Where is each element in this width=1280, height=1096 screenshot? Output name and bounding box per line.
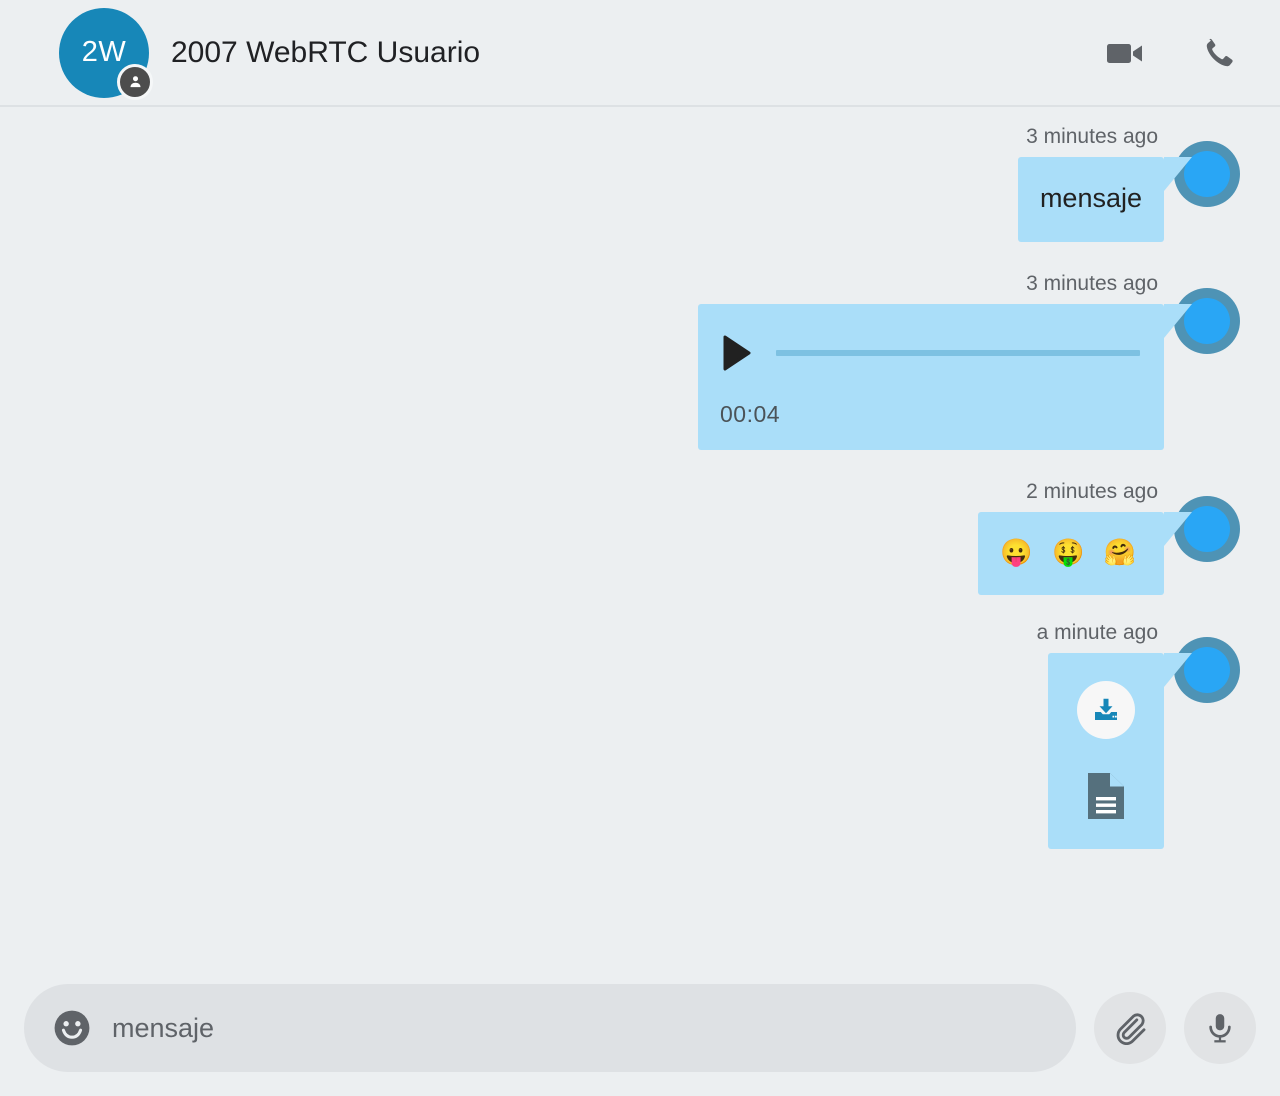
video-call-button[interactable] (1102, 30, 1148, 76)
smiley-face-icon (53, 1009, 91, 1047)
message-content-column: 3 minutes ago (698, 272, 1192, 450)
message-timestamp: a minute ago (1036, 621, 1158, 644)
chat-header: 2W 2007 WebRTC Usuario (0, 0, 1280, 107)
voice-record-button[interactable] (1184, 992, 1256, 1064)
message-content-column: a minute ago (1036, 621, 1192, 849)
message-input[interactable] (112, 1012, 1048, 1044)
sender-avatar-core (1184, 506, 1230, 552)
bubble-holder: 00:04 (698, 304, 1192, 450)
play-icon (722, 335, 752, 371)
message-text: mensaje (1039, 183, 1142, 213)
message-item-file: a minute ago (0, 621, 1280, 849)
message-emoji-text: 😛 🤑 🤗 (1000, 537, 1142, 567)
message-timestamp: 3 minutes ago (1026, 272, 1158, 295)
voice-call-button[interactable] (1194, 30, 1240, 76)
avatar-initials: 2W (59, 7, 149, 98)
message-composer (0, 984, 1280, 1096)
audio-play-button[interactable] (720, 334, 754, 372)
contact-avatar[interactable]: 2W (59, 7, 153, 100)
audio-controls (720, 328, 1142, 378)
phone-icon (1200, 36, 1234, 70)
file-download-button[interactable] (1077, 681, 1135, 739)
message-bubble[interactable]: mensaje (1017, 157, 1193, 242)
message-input-pill[interactable] (24, 984, 1076, 1072)
audio-duration: 00:04 (720, 401, 781, 427)
person-icon (117, 63, 153, 100)
message-timestamp: 2 minutes ago (1026, 480, 1158, 503)
contact-name: 2007 WebRTC Usuario (171, 35, 481, 69)
emoji-picker-button[interactable] (52, 1008, 92, 1048)
paperclip-icon (1113, 1011, 1147, 1045)
message-item-emoji: 2 minutes ago 😛 🤑 🤗 (0, 480, 1280, 595)
message-bubble[interactable]: 😛 🤑 🤗 (978, 512, 1192, 595)
bubble-holder (1048, 653, 1192, 849)
file-message-bubble[interactable] (1048, 653, 1192, 849)
message-item-audio: 3 minutes ago (0, 272, 1280, 450)
message-timestamp: 3 minutes ago (1026, 125, 1158, 148)
sender-avatar (1174, 496, 1240, 562)
download-icon (1091, 695, 1121, 725)
document-file-icon (1085, 771, 1127, 821)
attach-file-button[interactable] (1094, 992, 1166, 1064)
microphone-icon (1203, 1011, 1237, 1045)
audio-seek-bar[interactable] (776, 350, 1140, 356)
bubble-holder: mensaje (1017, 157, 1193, 242)
audio-message-bubble[interactable]: 00:04 (698, 304, 1192, 450)
file-attachment-icon-button[interactable] (1085, 771, 1127, 821)
message-content-column: 3 minutes ago mensaje (1017, 125, 1193, 242)
bubble-holder: 😛 🤑 🤗 (978, 512, 1192, 595)
message-list[interactable]: 3 minutes ago mensaje 3 minutes ago (0, 107, 1280, 984)
message-item-text: 3 minutes ago mensaje (0, 125, 1280, 242)
header-actions (1102, 30, 1256, 76)
video-camera-icon (1105, 38, 1145, 68)
message-content-column: 2 minutes ago 😛 🤑 🤗 (978, 480, 1192, 595)
